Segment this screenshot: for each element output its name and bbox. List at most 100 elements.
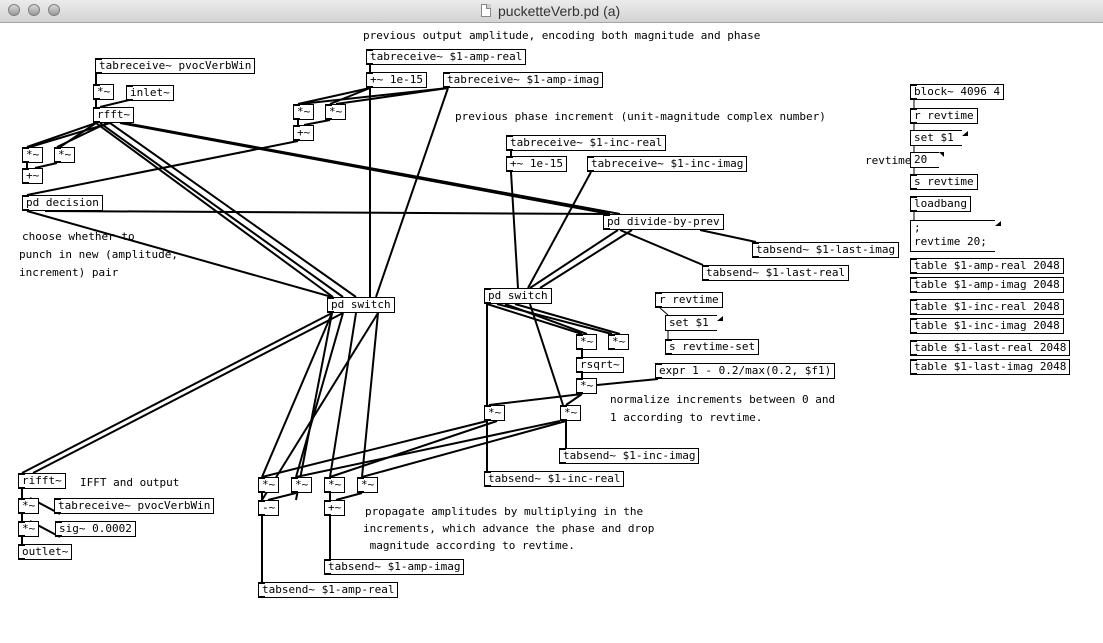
pd-divide-by-prev-subpatch[interactable]: pd divide-by-prev (603, 214, 724, 230)
rfft-object[interactable]: rfft~ (93, 107, 135, 123)
signal-connection[interactable] (504, 303, 588, 335)
sig-object[interactable]: sig~ 0.0002 (55, 521, 136, 537)
tabreceive-pvocverbwin-object[interactable]: tabreceive~ pvocVerbWin (54, 498, 215, 514)
signal-connection[interactable] (99, 122, 344, 298)
table-last-real-object[interactable]: table $1-last-real 2048 (910, 340, 1071, 356)
send-revtime-set-object[interactable]: s revtime-set (665, 339, 760, 355)
subtract-object[interactable]: -~ (258, 500, 280, 516)
signal-connection[interactable] (32, 312, 344, 474)
signal-connection[interactable] (295, 420, 561, 478)
signal-connection[interactable] (261, 312, 333, 478)
signal-connection[interactable] (329, 420, 498, 478)
multiply-object[interactable]: *~ (484, 405, 506, 421)
signal-connection[interactable] (361, 420, 567, 478)
signal-connection[interactable] (295, 312, 333, 501)
multiply-object[interactable]: *~ (54, 147, 76, 163)
loadbang-object[interactable]: loadbang (910, 196, 971, 212)
multiply-object[interactable]: *~ (560, 405, 582, 421)
signal-connection[interactable] (529, 229, 619, 289)
add-object[interactable]: +~ (22, 168, 44, 184)
signal-connection[interactable] (510, 171, 519, 289)
multiply-object[interactable]: *~ (324, 477, 346, 493)
multiply-object[interactable]: *~ (357, 477, 379, 493)
signal-connection[interactable] (261, 312, 379, 501)
add-epsilon-object[interactable]: +~ 1e-15 (366, 72, 427, 88)
signal-connection[interactable] (26, 140, 299, 196)
table-amp-real-object[interactable]: table $1-amp-real 2048 (910, 258, 1064, 274)
set-message[interactable]: set $1 (665, 315, 723, 331)
tabsend-last-imag-object[interactable]: tabsend~ $1-last-imag (752, 242, 900, 258)
send-revtime-object[interactable]: s revtime (910, 174, 978, 190)
signal-connection[interactable] (21, 312, 333, 474)
signal-connection[interactable] (29, 122, 111, 148)
signal-connection[interactable] (529, 303, 564, 406)
revtime-init-message[interactable]: ;revtime 20; (910, 220, 1001, 252)
receive-revtime-object[interactable]: r revtime (655, 292, 723, 308)
signal-connection[interactable] (539, 229, 633, 289)
tabsend-amp-real-object[interactable]: tabsend~ $1-amp-real (258, 582, 399, 598)
minimize-button[interactable] (28, 4, 40, 16)
table-last-imag-object[interactable]: table $1-last-imag 2048 (910, 359, 1071, 375)
pd-switch-subpatch[interactable]: pd switch (484, 288, 552, 304)
multiply-object[interactable]: *~ (325, 104, 347, 120)
multiply-object[interactable]: *~ (291, 477, 313, 493)
table-amp-imag-object[interactable]: table $1-amp-imag 2048 (910, 277, 1064, 293)
tabsend-inc-imag-object[interactable]: tabsend~ $1-inc-imag (559, 448, 700, 464)
set-message[interactable]: set $1 (910, 130, 968, 146)
inlet-object[interactable]: inlet~ (126, 85, 174, 101)
multiply-object[interactable]: *~ (258, 477, 280, 493)
signal-connection[interactable] (335, 87, 449, 105)
zoom-button[interactable] (48, 4, 60, 16)
tabreceive-inc-real-object[interactable]: tabreceive~ $1-inc-real (506, 135, 667, 151)
multiply-object[interactable]: *~ (22, 147, 44, 163)
control-connection[interactable] (659, 307, 669, 316)
signal-connection[interactable] (699, 229, 757, 243)
rifft-object[interactable]: rifft~ (18, 473, 66, 489)
signal-connection[interactable] (95, 122, 334, 298)
tabreceive-amp-real-object[interactable]: tabreceive~ $1-amp-real (366, 49, 527, 65)
tabsend-inc-real-object[interactable]: tabsend~ $1-inc-real (484, 471, 625, 487)
tabreceive-inc-imag-object[interactable]: tabreceive~ $1-inc-imag (587, 156, 748, 172)
pd-switch-subpatch[interactable]: pd switch (327, 297, 395, 313)
signal-connection[interactable] (619, 229, 704, 266)
tabsend-amp-imag-object[interactable]: tabsend~ $1-amp-imag (324, 559, 465, 575)
signal-connection[interactable] (303, 119, 331, 126)
multiply-object[interactable]: *~ (93, 84, 115, 100)
signal-connection[interactable] (261, 420, 488, 478)
multiply-object[interactable]: *~ (293, 104, 315, 120)
close-button[interactable] (8, 4, 20, 16)
signal-connection[interactable] (99, 99, 130, 108)
signal-connection[interactable] (329, 87, 371, 105)
signal-connection[interactable] (565, 393, 583, 406)
multiply-object[interactable]: *~ (18, 521, 40, 537)
signal-connection[interactable] (44, 210, 611, 215)
signal-connection[interactable] (26, 210, 333, 298)
add-epsilon-object[interactable]: +~ 1e-15 (506, 156, 567, 172)
signal-connection[interactable] (488, 393, 583, 406)
patch-canvas[interactable]: tabreceive~ pvocVerbWin *~ inlet~ rfft~ … (0, 23, 1103, 643)
signal-connection[interactable] (26, 122, 97, 148)
tabreceive-pvocverbwin-object[interactable]: tabreceive~ pvocVerbWin (95, 58, 256, 74)
add-object[interactable]: +~ (324, 500, 346, 516)
pd-decision-subpatch[interactable]: pd decision (22, 195, 103, 211)
tabsend-last-real-object[interactable]: tabsend~ $1-last-real (702, 265, 850, 281)
rsqrt-object[interactable]: rsqrt~ (576, 357, 624, 373)
add-object[interactable]: +~ (293, 125, 315, 141)
multiply-object[interactable]: *~ (576, 378, 598, 394)
signal-connection[interactable] (109, 122, 357, 298)
block-object[interactable]: block~ 4096 4 (910, 84, 1005, 100)
signal-connection[interactable] (496, 303, 613, 335)
signal-connection[interactable] (119, 122, 611, 215)
signal-connection[interactable] (375, 87, 449, 298)
signal-connection[interactable] (335, 492, 363, 501)
table-inc-imag-object[interactable]: table $1-inc-imag 2048 (910, 318, 1064, 334)
multiply-object[interactable]: *~ (608, 334, 630, 350)
signal-connection[interactable] (361, 312, 379, 478)
signal-connection[interactable] (34, 162, 58, 169)
signal-connection[interactable] (586, 378, 659, 387)
table-inc-real-object[interactable]: table $1-inc-real 2048 (910, 299, 1064, 315)
outlet-object[interactable]: outlet~ (18, 544, 73, 560)
revtime-number-box[interactable]: 20 (910, 152, 944, 168)
expr-object[interactable]: expr 1 - 0.2/max(0.2, $f1) (655, 363, 836, 379)
signal-connection[interactable] (329, 312, 357, 478)
